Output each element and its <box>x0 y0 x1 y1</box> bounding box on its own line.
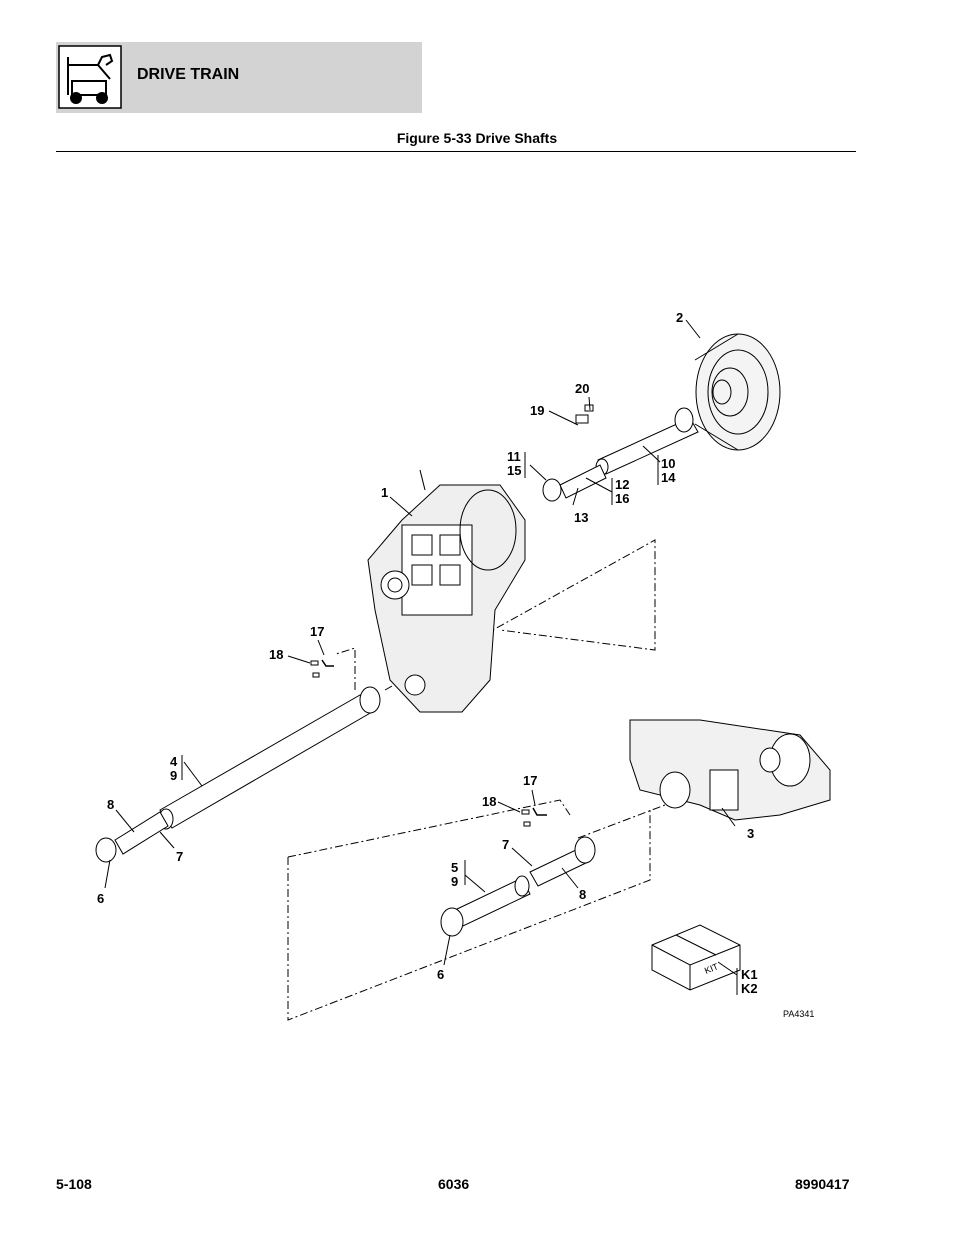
callout-8-lower: 8 <box>579 887 586 902</box>
header-rule <box>56 151 856 152</box>
callout-16: 16 <box>615 491 629 506</box>
callout-18-lower: 18 <box>482 794 496 809</box>
callout-6-lower: 6 <box>437 967 444 982</box>
callout-19: 19 <box>530 403 544 418</box>
callout-7-lower: 7 <box>502 837 509 852</box>
callout-8-left: 8 <box>107 797 114 812</box>
section-title: DRIVE TRAIN <box>137 66 240 83</box>
model-number: 6036 <box>438 1176 470 1192</box>
callout-k1: K1 <box>741 967 758 982</box>
callout-4: 4 <box>170 754 178 769</box>
callout-9-lower: 9 <box>451 874 458 889</box>
callout-7-left: 7 <box>176 849 183 864</box>
callout-11: 11 <box>507 449 521 464</box>
figure-title: Figure 5-33 Drive Shafts <box>396 130 558 146</box>
callout-12: 12 <box>615 477 629 492</box>
lift-truck-icon <box>58 45 122 109</box>
callout-10: 10 <box>661 456 675 471</box>
callout-k2: K2 <box>741 981 758 996</box>
callout-14: 14 <box>661 470 676 485</box>
callout-9-upper: 9 <box>170 768 177 783</box>
callout-20: 20 <box>575 381 589 396</box>
callout-17-upper: 17 <box>310 624 324 639</box>
callout-6-left: 6 <box>97 891 104 906</box>
callout-13: 13 <box>574 510 588 525</box>
drawing-id: PA4341 <box>783 1009 814 1019</box>
callout-15: 15 <box>507 463 521 478</box>
manual-number: 8990417 <box>795 1176 850 1192</box>
callout-18-upper: 18 <box>269 647 283 662</box>
page-number: 5-108 <box>56 1176 92 1192</box>
callout-1: 1 <box>381 485 388 500</box>
callout-17-lower: 17 <box>523 773 537 788</box>
callout-2: 2 <box>676 310 683 325</box>
callout-3: 3 <box>747 826 754 841</box>
callout-5: 5 <box>451 860 458 875</box>
